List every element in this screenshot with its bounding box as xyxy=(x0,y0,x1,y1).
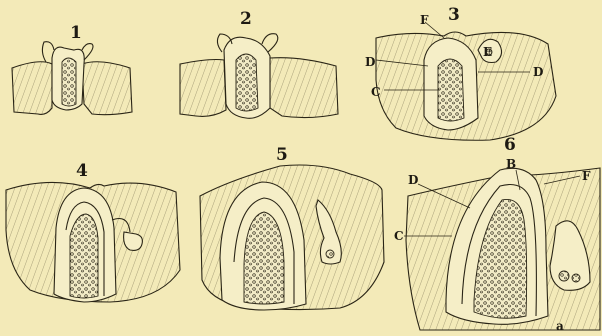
figure-3-label-e: E xyxy=(483,45,492,59)
figure-6-label-f: F xyxy=(582,169,591,183)
figure-3-core xyxy=(438,59,464,121)
figure-6-bud-spot-2 xyxy=(572,274,580,282)
figure-1-core xyxy=(62,58,76,106)
figure-3-label-f: F xyxy=(420,13,429,27)
figure-4: 4 xyxy=(6,161,180,302)
figure-3-label-d-right: D xyxy=(533,65,543,79)
figure-3-number: 3 xyxy=(448,5,460,25)
figure-1-number: 1 xyxy=(70,23,82,43)
figure-3-label-c: C xyxy=(371,85,381,99)
figure-2-core xyxy=(236,54,258,111)
figure-5-bud-spot xyxy=(326,250,334,258)
corner-mark: a xyxy=(556,319,564,333)
figure-6-bud-spot-1 xyxy=(559,271,569,281)
figure-3-label-d-left: D xyxy=(365,55,375,69)
figure-3: 3 F D E C D xyxy=(365,5,556,140)
figure-6-label-d: D xyxy=(408,173,418,187)
figure-6-label-c: C xyxy=(394,229,404,243)
figure-6-number: 6 xyxy=(504,135,516,155)
figure-6: 6 B D F C xyxy=(394,135,600,330)
figure-1: 1 xyxy=(12,23,132,115)
figure-5-number: 5 xyxy=(276,145,288,165)
figure-5: 5 xyxy=(200,145,384,310)
figure-2: 2 xyxy=(180,9,338,118)
figure-2-number: 2 xyxy=(240,9,252,29)
figure-6-label-b: B xyxy=(506,157,516,171)
figure-4-core xyxy=(70,214,98,298)
figure-4-number: 4 xyxy=(76,161,88,181)
